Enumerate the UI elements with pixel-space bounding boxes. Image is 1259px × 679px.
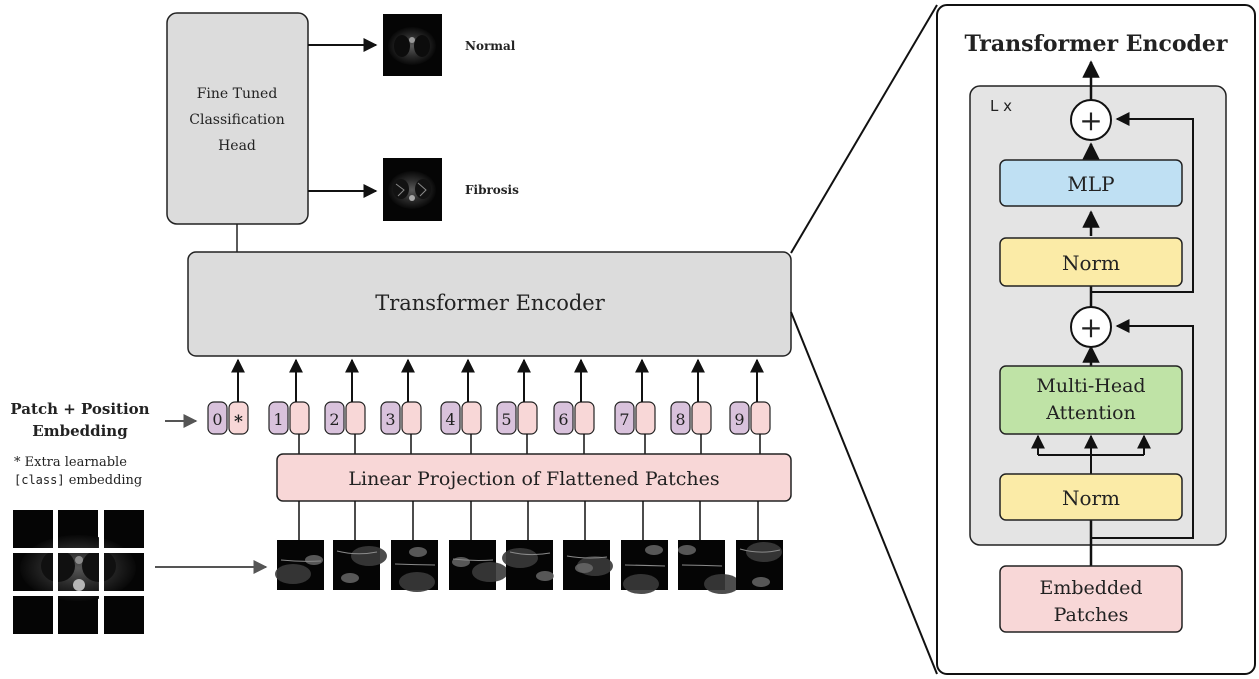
repeat-label: L x <box>990 97 1012 115</box>
position-token <box>440 401 461 435</box>
position-token-label: 4 <box>445 410 455 429</box>
position-token <box>496 401 517 435</box>
zoom-line-top <box>790 4 938 254</box>
token-pair-0: 0* <box>207 358 249 435</box>
position-token <box>729 401 750 435</box>
patch-token <box>635 401 656 435</box>
position-token-label: 1 <box>273 410 283 429</box>
embedding-note-line1: * Extra learnable <box>14 455 127 470</box>
residual-add-bottom-symbol: + <box>1079 311 1102 344</box>
embedding-title-line1: Patch + Position <box>10 400 149 418</box>
position-token-label: 9 <box>734 410 744 429</box>
patch-image-4 <box>449 501 508 590</box>
linear-projection-label: Linear Projection of Flattened Patches <box>348 468 719 490</box>
patch-image-2 <box>333 501 387 590</box>
norm-top-label: Norm <box>1062 251 1120 275</box>
position-token <box>268 401 289 435</box>
token-pair-5: 5 <box>496 358 538 454</box>
position-token-label: 5 <box>501 410 511 429</box>
attention-label-line2: Attention <box>1045 402 1136 424</box>
token-pair-6: 6 <box>553 358 595 454</box>
patch-token <box>461 401 482 435</box>
embedded-patches-line1: Embedded <box>1039 577 1142 599</box>
patch-image-6 <box>563 501 613 590</box>
mlp-box <box>999 159 1183 207</box>
patch-token <box>345 401 366 435</box>
classification-head-line1: Fine Tuned <box>197 86 278 102</box>
transformer-encoder-label: Transformer Encoder <box>375 291 606 315</box>
normal-label: Normal <box>465 39 516 53</box>
patch-token <box>691 401 712 435</box>
normal-ct-image <box>383 14 442 76</box>
patch-token <box>574 401 595 435</box>
norm-bottom-label: Norm <box>1062 486 1120 510</box>
embedding-note-rest: embedding <box>65 473 143 488</box>
classification-head-line2: Classification <box>189 112 284 128</box>
transformer-encoder-block <box>187 251 792 357</box>
linear-projection-box <box>276 453 792 502</box>
token-pair-1: 1 <box>268 358 310 454</box>
position-token <box>207 401 228 435</box>
fibrosis-ct-image <box>383 158 442 221</box>
token-pair-8: 8 <box>670 358 712 454</box>
position-token-label: 2 <box>329 410 339 429</box>
patch-image-5 <box>502 501 554 590</box>
position-token <box>380 401 401 435</box>
embedded-patches-box <box>999 565 1183 633</box>
source-patch-7 <box>13 596 53 634</box>
position-token-label: 3 <box>385 410 395 429</box>
patch-layer <box>275 501 783 594</box>
position-token <box>614 401 635 435</box>
patch-token <box>750 401 771 435</box>
token-pair-7: 7 <box>614 358 656 454</box>
embedding-note-code: [class] <box>14 473 65 487</box>
norm-top-box <box>999 237 1183 287</box>
residual-add-top <box>1070 99 1112 141</box>
patch-image-7 <box>621 501 668 594</box>
patch-image-1 <box>275 501 324 590</box>
token-pair-3: 3 <box>380 358 422 454</box>
norm-bottom-box <box>999 473 1183 521</box>
attention-box <box>999 365 1183 435</box>
attention-label-line1: Multi-Head <box>1036 375 1145 397</box>
residual-add-top-symbol: + <box>1079 104 1102 137</box>
position-token-label: 0 <box>212 410 222 429</box>
position-token-label: 7 <box>619 410 629 429</box>
mlp-label: MLP <box>1067 172 1114 196</box>
zoom-line-bottom <box>790 311 938 675</box>
class-token-marker: * <box>234 412 243 432</box>
token-pair-4: 4 <box>440 358 482 454</box>
embedding-title-line2: Embedding <box>32 422 128 440</box>
source-patch-9 <box>104 596 144 634</box>
embedding-note-line2: [class] embedding <box>14 473 142 488</box>
classification-head-line3: Head <box>218 138 256 154</box>
residual-add-bottom <box>1070 306 1112 348</box>
position-token <box>324 401 345 435</box>
source-image-grid <box>13 510 144 634</box>
residual-top <box>1091 112 1194 293</box>
position-token-label: 8 <box>675 410 685 429</box>
position-token-label: 6 <box>558 410 568 429</box>
encoder-detail-title: Transformer Encoder <box>964 31 1227 57</box>
patch-token <box>401 401 422 435</box>
position-token <box>670 401 691 435</box>
patch-image-3 <box>391 501 438 592</box>
fibrosis-label: Fibrosis <box>465 183 519 197</box>
source-patch-8 <box>58 596 98 634</box>
patch-token <box>517 401 538 435</box>
position-token <box>553 401 574 435</box>
patch-image-9 <box>736 501 783 590</box>
token-pair-2: 2 <box>324 358 366 454</box>
patch-image-8 <box>678 501 740 594</box>
residual-bottom <box>1091 319 1194 539</box>
embedded-patches-line2: Patches <box>1054 604 1129 626</box>
token-pair-9: 9 <box>729 358 771 454</box>
patch-token <box>289 401 310 435</box>
